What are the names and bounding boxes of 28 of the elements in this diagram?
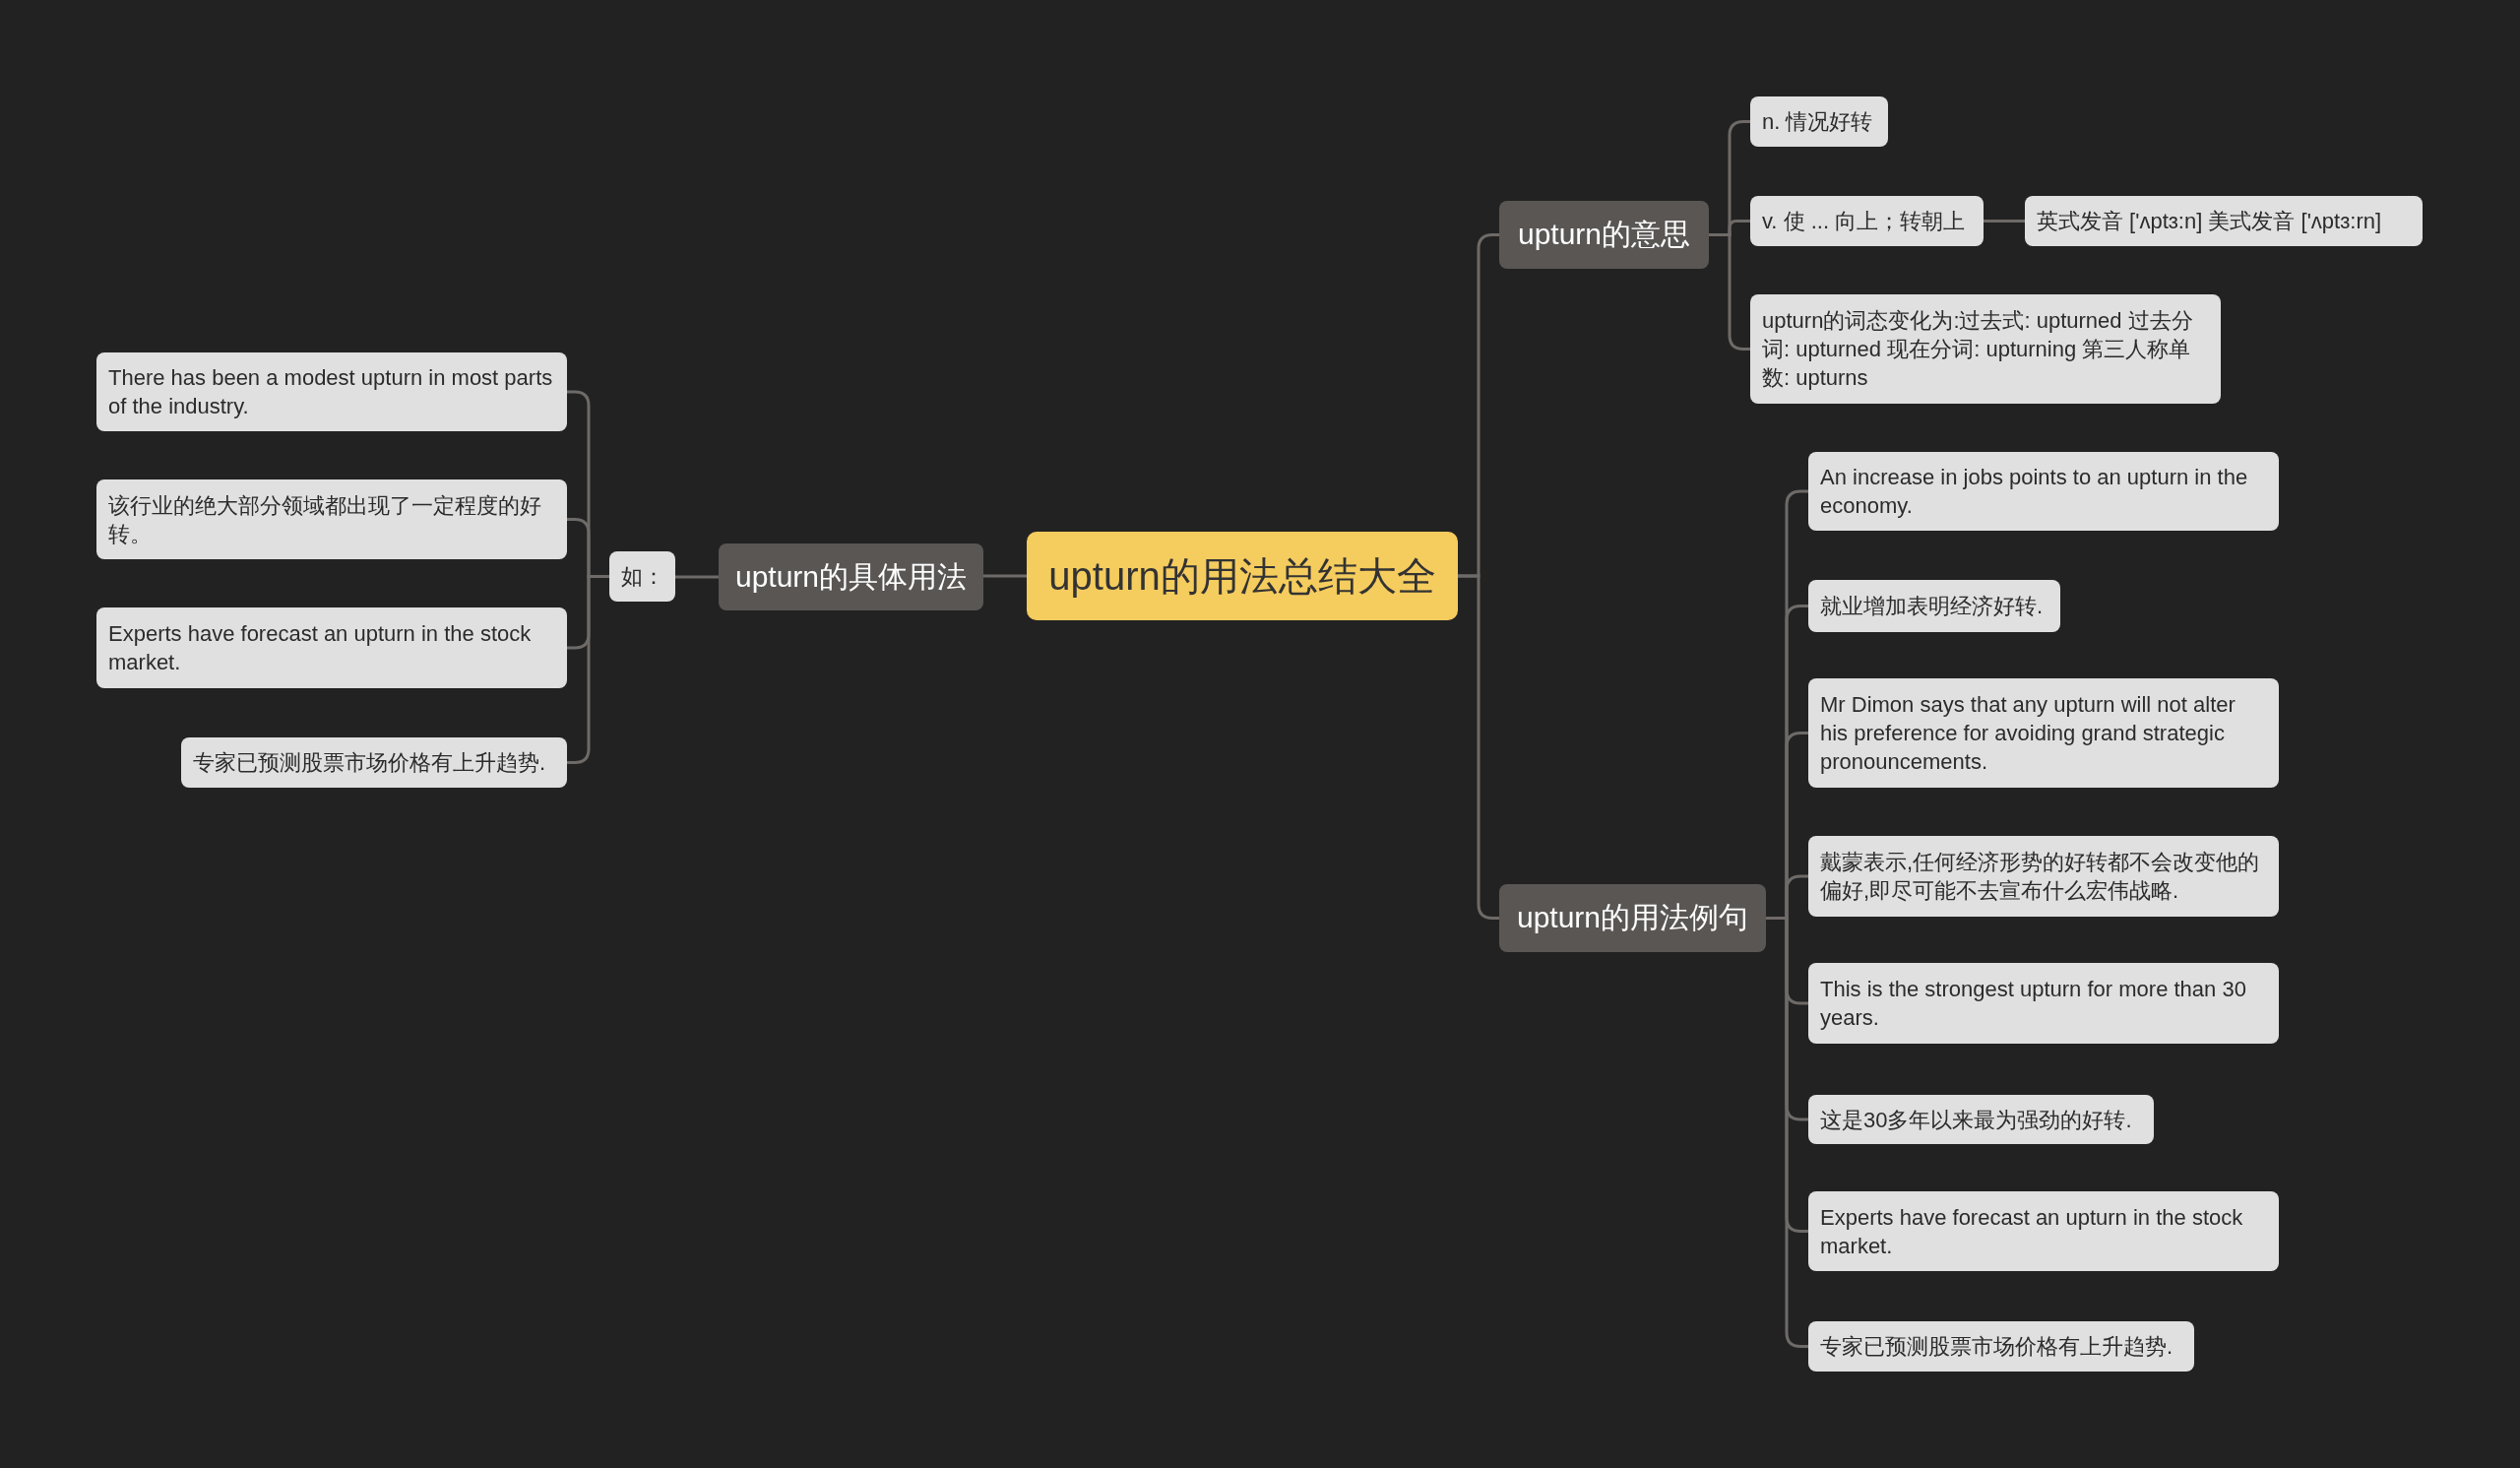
subtopic-box: v. 使 ... 向上；转朝上	[1750, 196, 1984, 246]
subtopic-box: 这是30多年以来最为强劲的好转.	[1808, 1095, 2154, 1144]
subtopic-box: 如：	[609, 551, 675, 602]
subtopic-box: 就业增加表明经济好转.	[1808, 580, 2060, 632]
branch-topic-box: upturn的用法例句	[1499, 884, 1766, 952]
connector-line	[675, 575, 719, 579]
central-topic-box: upturn的用法总结大全	[1027, 532, 1458, 620]
subtopic-box: 专家已预测股票市场价格有上升趋势.	[1808, 1321, 2194, 1372]
subtopic-box: upturn的词态变化为:过去式: upturned 过去分词: upturned 现在分词: upturning 第三人称单数: upturns	[1750, 294, 2221, 404]
subtopic-box: Experts have forecast an upturn in the stock market.	[96, 607, 567, 688]
subtopic-box: 该行业的绝大部分领域都出现了一定程度的好转。	[96, 479, 567, 559]
subtopic-box: 专家已预测股票市场价格有上升趋势.	[181, 737, 567, 788]
connector-line	[1709, 233, 1750, 351]
subtopic-box: 戴蒙表示,任何经济形势的好转都不会改变他的偏好,即尽可能不去宣布什么宏伟战略.	[1808, 836, 2279, 917]
connector-line	[983, 574, 1027, 578]
subtopic-box: Experts have forecast an upturn in the stock market.	[1808, 1191, 2279, 1271]
subtopic-box: n. 情况好转	[1750, 96, 1888, 147]
subtopic-box: Mr Dimon says that any upturn will not alter his preference for avoiding grand strategic pronouncements.	[1808, 678, 2279, 788]
subtopic-box: This is the strongest upturn for more than 30 years.	[1808, 963, 2279, 1044]
connector-line	[1458, 574, 1499, 920]
subtopic-box: There has been a modest upturn in most parts of the industry.	[96, 352, 567, 431]
subtopic-box: An increase in jobs points to an upturn in the economy.	[1808, 452, 2279, 531]
connector-line	[567, 575, 609, 764]
connector-line	[1984, 220, 2025, 223]
subtopic-box: 英式发音 ['ʌptɜ:n] 美式发音 ['ʌptɜ:rn]	[2025, 196, 2423, 246]
branch-topic-box: upturn的具体用法	[719, 543, 983, 610]
connector-line	[1766, 917, 1808, 1348]
branch-topic-box: upturn的意思	[1499, 201, 1709, 269]
